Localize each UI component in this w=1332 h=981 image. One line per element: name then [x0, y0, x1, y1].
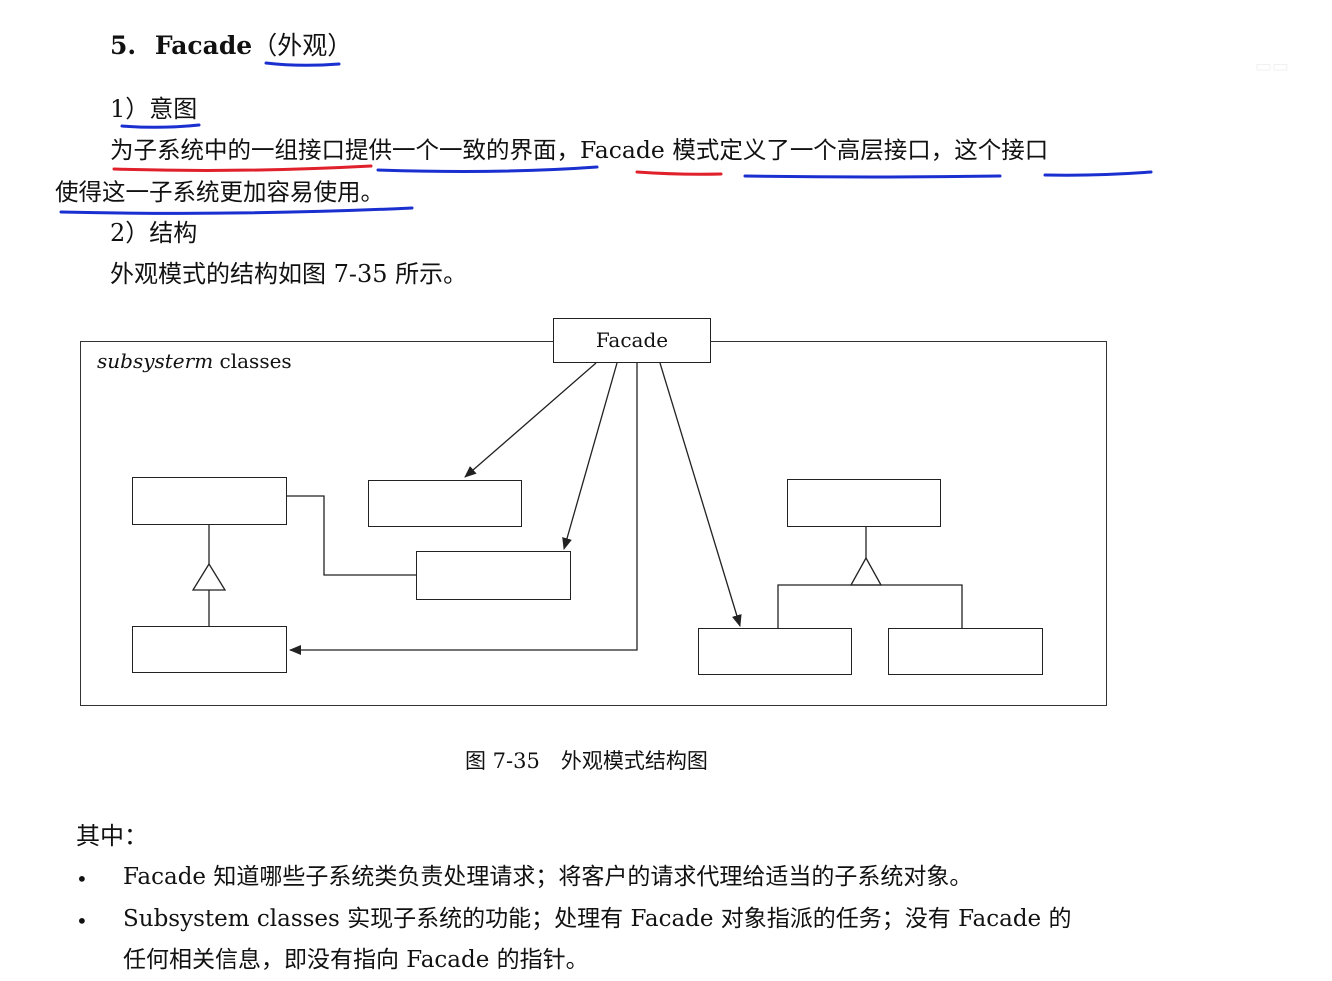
section-title-en: Facade: [154, 31, 253, 60]
note-item-1: Facade 知道哪些子系统类负责处理请求；将客户的请求代理给适当的子系统对象。: [123, 864, 973, 890]
class-box: [888, 628, 1043, 675]
structure-heading: 2）结构: [110, 219, 198, 247]
underline-blue-2: [743, 174, 1002, 179]
class-box: [416, 551, 571, 600]
facade-label: Facade: [595, 328, 669, 352]
class-box: [698, 628, 852, 675]
subsystem-label-italic: subsysterm: [97, 349, 214, 373]
note-item-2-cont: 任何相关信息，即没有指向 Facade 的指针。: [123, 947, 589, 973]
structure-text: 外观模式的结构如图 7-35 所示。: [110, 260, 468, 288]
class-box: [787, 479, 941, 527]
intent-heading: 1）意图: [110, 95, 198, 123]
underline-red-2: [635, 170, 723, 176]
figure-caption: 图 7-35 外观模式结构图: [465, 749, 708, 773]
intent-line-2: 使得这一子系统更加容易使用。: [55, 178, 384, 206]
bullet-icon: •: [76, 909, 88, 933]
note-item-2: Subsystem classes 实现子系统的功能；处理有 Facade 对象…: [123, 906, 1072, 932]
class-box: [132, 477, 287, 525]
class-box: [132, 626, 287, 673]
watermark-icon: ▭▭: [1255, 56, 1290, 77]
subsystem-label: subsysterm classes: [97, 349, 292, 373]
notes-heading: 其中：: [76, 822, 148, 850]
underline-blue-4: [59, 206, 414, 215]
underline-title: [264, 61, 341, 67]
facade-box: Facade: [553, 318, 711, 363]
section-title-zh: （外观）: [252, 31, 353, 60]
bullet-icon: •: [76, 867, 88, 891]
section-title: 5. Facade（外观）: [110, 26, 352, 62]
subsystem-label-text: classes: [213, 349, 292, 373]
underline-blue-3: [1043, 170, 1153, 177]
class-box: [368, 480, 522, 527]
underline-red-1: [112, 164, 373, 172]
underline-blue-1: [376, 165, 599, 173]
section-number: 5.: [110, 31, 137, 60]
intent-line-1: 为子系统中的一组接口提供一个一致的界面，Facade 模式定义了一个高层接口，这…: [110, 136, 1049, 164]
underline-intent-heading: [120, 123, 201, 129]
